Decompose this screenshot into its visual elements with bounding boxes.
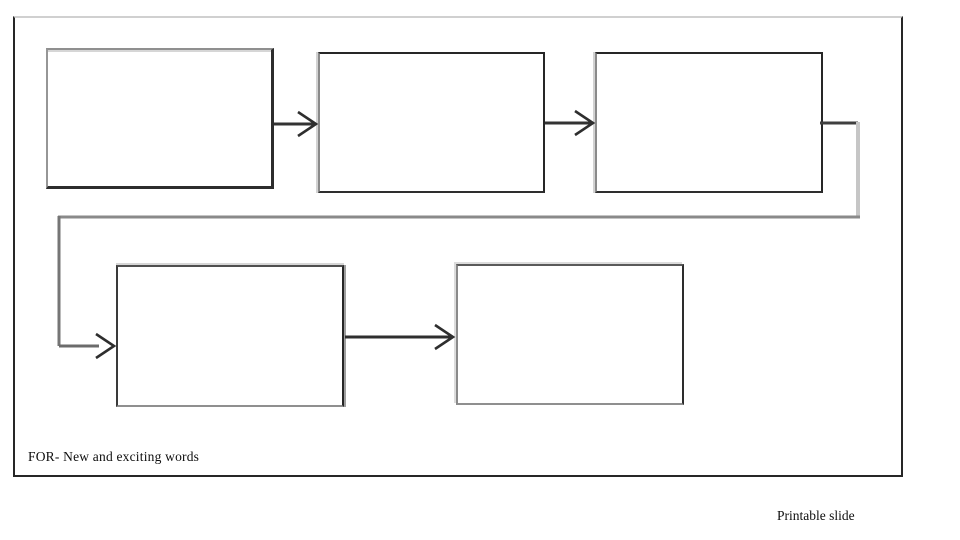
flow-box-step-3 bbox=[595, 52, 823, 193]
flow-box-step-1 bbox=[46, 48, 274, 189]
flow-box-step-2 bbox=[318, 52, 545, 193]
slide-caption: FOR- New and exciting words bbox=[28, 449, 200, 464]
flow-box-step-4 bbox=[116, 265, 344, 407]
flow-box-step-5 bbox=[456, 264, 684, 405]
printable-slide-label: Printable slide bbox=[777, 508, 855, 523]
